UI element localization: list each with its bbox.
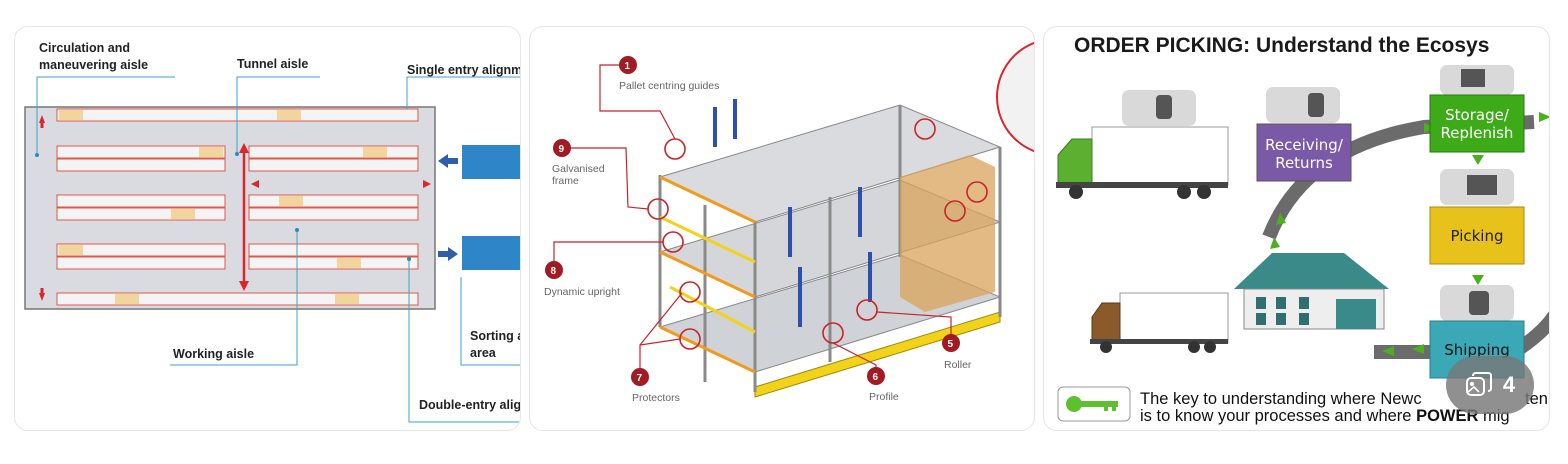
label-single-entry: Single entry alignmen (407, 63, 521, 77)
gallery-card-rack-diagram[interactable]: 1 9 8 7 6 5 Pallet centring guides Galva… (529, 26, 1035, 431)
label-sorting-line1: Sorting ar (470, 329, 521, 343)
svg-text:8: 8 (551, 266, 557, 277)
svg-text:Picking: Picking (1450, 227, 1503, 245)
label-sorting-line2: area (470, 346, 497, 360)
key-icon (1066, 396, 1118, 412)
picking-box (1429, 206, 1525, 265)
svg-text:Replenish: Replenish (1441, 124, 1514, 142)
green-truck-icon (1056, 126, 1229, 199)
svg-text:9: 9 (559, 144, 565, 155)
callout-dynamic-upright: Dynamic upright (544, 286, 620, 298)
svg-text:Receiving/: Receiving/ (1265, 136, 1344, 154)
gallery-card-floor-plan[interactable]: Circulation and maneuvering aisle Tunnel… (14, 26, 521, 431)
svg-text:5: 5 (948, 339, 954, 350)
label-working-aisle: Working aisle (173, 347, 254, 361)
svg-text:Returns: Returns (1275, 154, 1333, 172)
svg-text:Shipping: Shipping (1444, 341, 1509, 359)
callout-roller: Roller (944, 359, 972, 371)
callout-protectors: Protectors (632, 392, 680, 404)
label-circulation-line1: Circulation and (39, 41, 130, 55)
svg-text:7: 7 (637, 373, 643, 384)
receiving-returns-box (1256, 123, 1352, 182)
footer-line-1: The key to understanding where Newc (1140, 390, 1422, 408)
order-picking-title: ORDER PICKING: Understand the Ecosys (1074, 34, 1489, 57)
footer-line-2: is to know your processes and where POWE… (1140, 407, 1510, 425)
image-count: 4 (1502, 372, 1516, 397)
brown-truck-icon (1090, 292, 1229, 353)
rack-structure (658, 99, 1002, 398)
callout-pallet-guides: Pallet centring guides (619, 80, 719, 92)
label-double-entry: Double-entry align (419, 398, 521, 412)
house-icon (1234, 253, 1389, 330)
more-images-button[interactable]: 4 (1446, 356, 1534, 414)
callout-frame: frame (552, 175, 579, 187)
callout-profile: Profile (869, 391, 899, 403)
svg-text:6: 6 (873, 372, 879, 383)
image-stack-icon (1465, 372, 1492, 396)
label-circulation-line2: maneuvering aisle (39, 58, 148, 72)
svg-text:1: 1 (625, 61, 631, 72)
label-tunnel-aisle: Tunnel aisle (237, 57, 308, 71)
callout-badges: 1 9 8 7 6 5 (545, 56, 960, 386)
storage-replenish-box (1429, 94, 1525, 153)
warehouse-layout-diagram: Circulation and maneuvering aisle Tunnel… (24, 41, 521, 423)
callout-galvanised: Galvanised (552, 163, 605, 175)
flow-rack-illustration: 1 9 8 7 6 5 Pallet centring guides Galva… (544, 41, 1034, 404)
svg-text:Storage/: Storage/ (1445, 106, 1510, 124)
order-picking-diagram: ORDER PICKING: Understand the Ecosys (1056, 34, 1549, 425)
